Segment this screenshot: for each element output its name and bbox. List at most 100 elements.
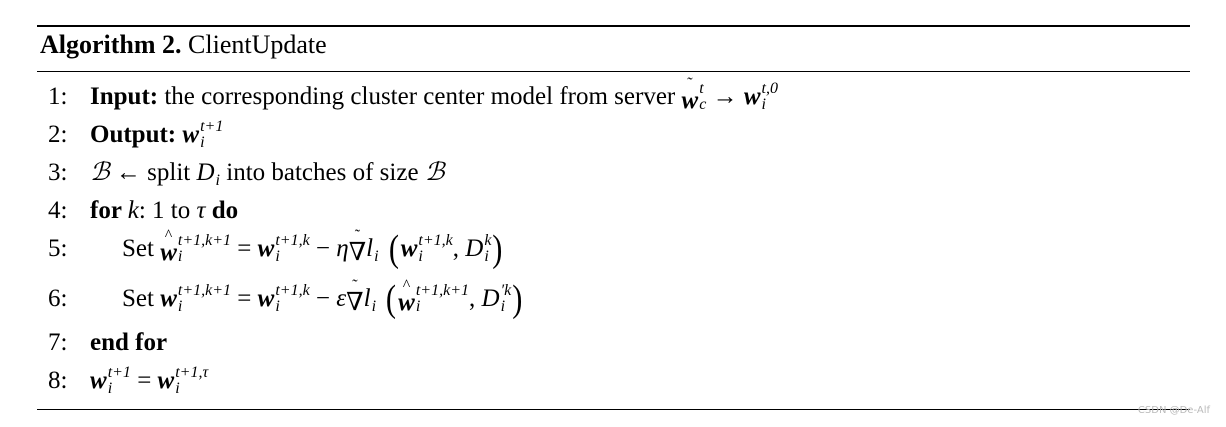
text: k [127,197,139,224]
superscript: t+1,k [275,282,310,299]
math-base: l [366,236,373,262]
line-number: 5: [48,235,68,262]
superscript: t+1,k [418,232,453,249]
subscript: i [175,380,180,397]
text: into batches of size [220,159,425,186]
math-term: ˜∇ [349,227,366,266]
subscript: i [418,248,423,265]
math-scripts: i [374,233,378,265]
watermark: CSDN @De-Alf [1137,405,1210,416]
math-base: ˜∇ [349,227,366,266]
algorithm-line: 7:end for [48,326,167,360]
text: the corresponding cluster center model f… [158,83,682,110]
text: = [231,285,258,312]
superscript: t,0 [761,80,778,97]
text: − [309,285,337,312]
math-base-symbol: w [398,289,415,316]
math-base: w [258,236,275,262]
subscript: i [107,380,113,397]
subscript: i [275,298,280,315]
subscript: i [761,96,766,113]
math-base: w [182,122,199,148]
subscript: i [177,298,183,315]
keyword: do [211,197,239,224]
subscript: i [215,172,220,189]
text: − [309,235,337,262]
algorithm-title: Algorithm 2. ClientUpdate [40,30,327,60]
math-base-symbol: D [196,159,215,186]
superscript: t+1,k+1 [415,282,469,299]
keyword: Input: [90,83,159,110]
superscript: t [699,80,704,97]
math-base-symbol: w [681,87,699,114]
math-base: D [465,236,483,262]
subscript: i [374,248,379,265]
parenthesis: ( [378,278,396,320]
text: ℬ [90,159,110,186]
math-base-symbol: w [160,285,177,312]
superscript: t+1 [200,118,224,135]
text: ε [336,285,347,312]
math-base-symbol: w [257,285,275,312]
math-base: w [744,84,761,110]
subscript: i [200,134,205,151]
bottom-rule [37,409,1190,410]
math-base: D [196,160,214,186]
math-base: w [90,368,107,394]
math-base-symbol: l [366,235,374,262]
text: τ [196,197,206,224]
superscript: k [484,232,492,249]
subscript: i [484,248,489,265]
line-number: 4: [48,197,68,224]
top-rule [37,25,1190,27]
math-base: w [258,286,275,312]
math-base: w [160,286,177,312]
math-base: w [158,368,175,394]
math-accent: ˜ [354,227,361,244]
script-spacer [372,283,376,299]
text: Set [122,285,161,312]
math-base: ˜∇ [346,277,363,316]
parenthesis: ( [380,228,399,270]
math-base-symbol: w [90,367,107,394]
math-base: ˜w [681,76,699,114]
script-spacer [374,233,378,249]
superscript: ′k [500,282,512,299]
text: , [469,285,482,312]
subscript: i [177,248,183,265]
superscript: t+1,k+1 [177,282,232,299]
line-number: 3: [48,159,68,186]
math-accent: ˜ [352,277,358,294]
text: = [231,235,258,262]
text: ℬ [424,159,445,186]
subscript: c [699,96,707,113]
algorithm-name: ClientUpdate [181,30,327,59]
header-rule [37,71,1190,72]
parenthesis: ) [492,228,503,270]
math-base: l [364,286,371,312]
